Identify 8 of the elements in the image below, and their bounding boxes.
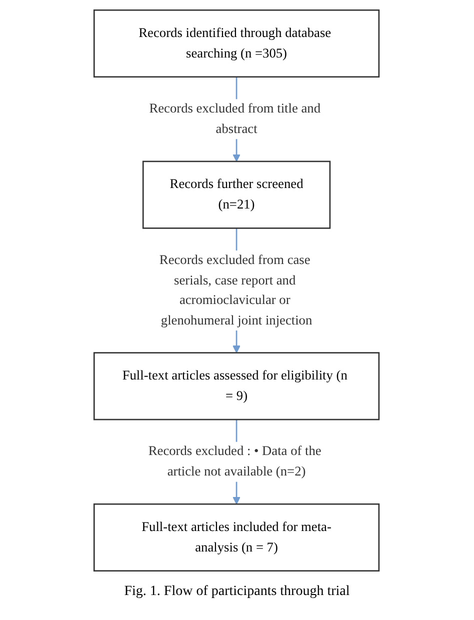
figure-caption: Fig. 1. Flow of participants through trial (123, 584, 351, 600)
node-box: Full-text articles included for meta-analysis (n = 7) (94, 502, 380, 572)
edge-label: Records excluded from title and abstract (150, 101, 321, 136)
node-box: Records further screened (n=21) (142, 160, 332, 228)
node-box: Records identified through database searching (n =305) (94, 8, 380, 78)
edge-label: Records excluded : • Data of the article not available (n=2) (148, 444, 322, 478)
node-box: Full-text articles assessed for eligibility (n = 9) (94, 352, 380, 420)
edge-label: Records excluded from case serials, case report and acromioclavicular or glenohumeral joint injection (160, 252, 313, 327)
